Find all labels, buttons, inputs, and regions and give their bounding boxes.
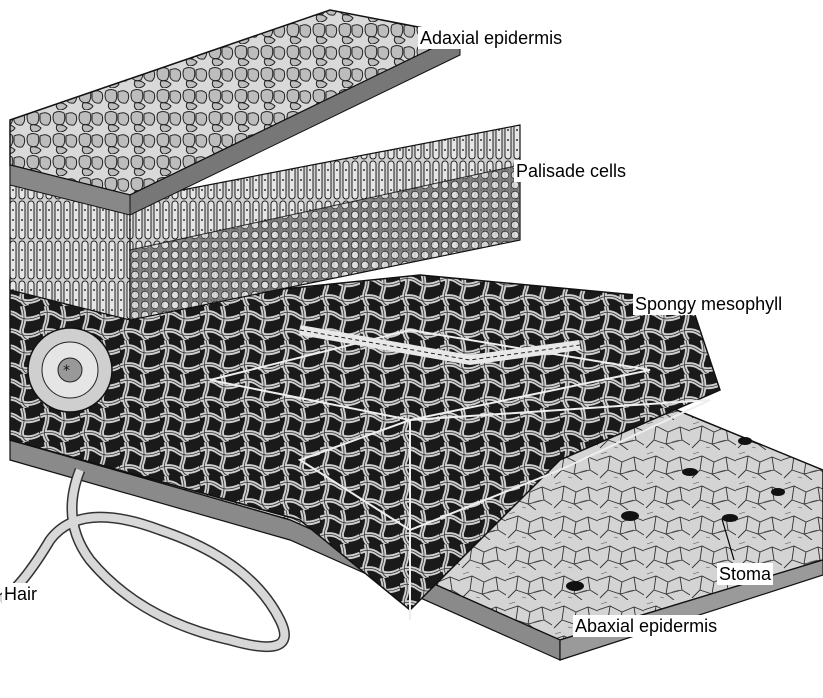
svg-text:*: * <box>63 363 70 379</box>
label-hair: Hair <box>2 583 39 605</box>
label-adaxial-epidermis: Adaxial epidermis <box>418 27 564 49</box>
label-spongy-mesophyll: Spongy mesophyll <box>633 293 784 315</box>
label-abaxial-epidermis: Abaxial epidermis <box>573 615 719 637</box>
label-stoma: Stoma <box>717 563 773 585</box>
label-palisade-cells: Palisade cells <box>514 160 628 182</box>
